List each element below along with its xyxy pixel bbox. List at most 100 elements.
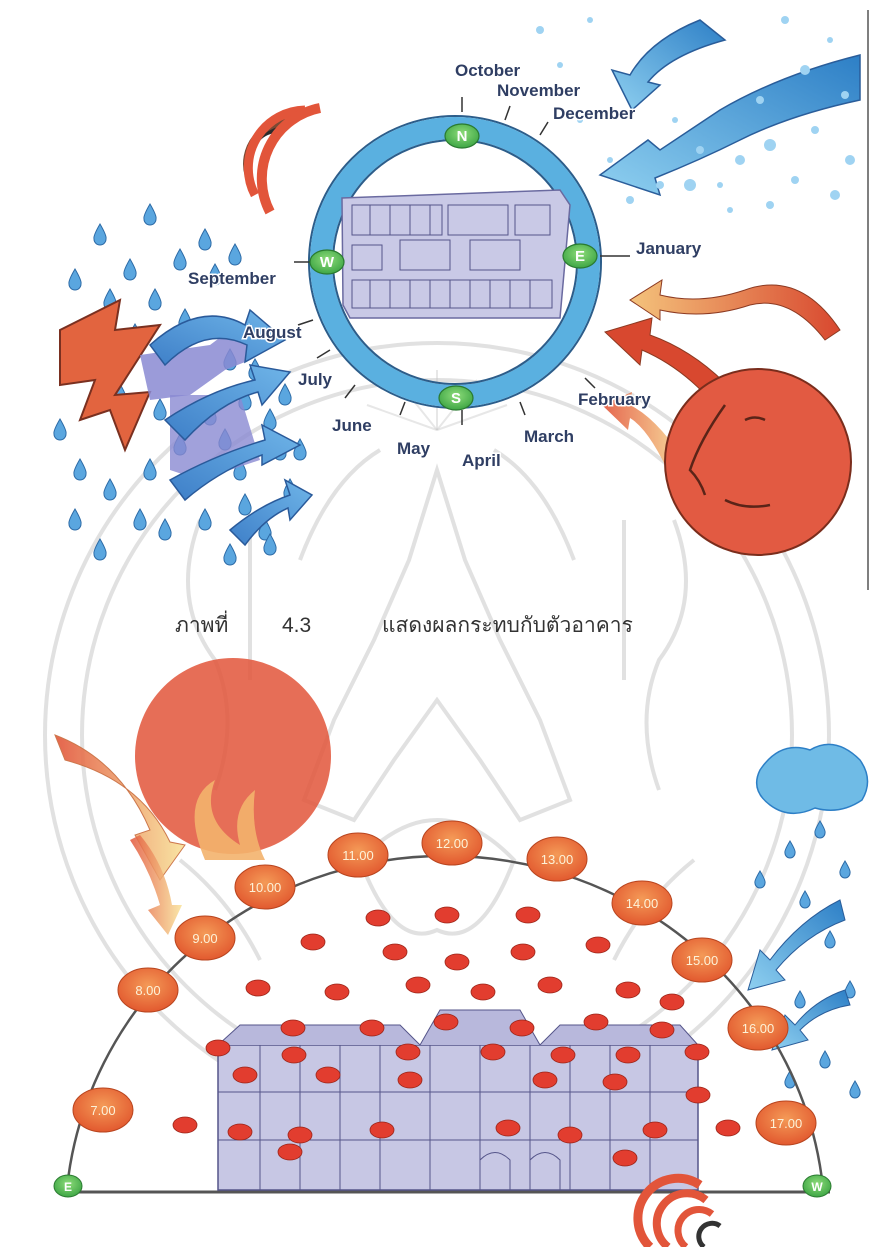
sun-position-dot: [301, 934, 325, 950]
rain-drop-icon: [199, 509, 211, 530]
sun-position-dot: [366, 910, 390, 926]
svg-text:15.00: 15.00: [686, 953, 719, 968]
sun-position-dot: [325, 984, 349, 1000]
sun-position-dot: [383, 944, 407, 960]
time-bubble: 13.00: [527, 837, 587, 881]
svg-text:14.00: 14.00: [626, 896, 659, 911]
time-bubble: 8.00: [118, 968, 178, 1012]
sun-position-dot: [558, 1127, 582, 1143]
svg-text:17.00: 17.00: [770, 1116, 803, 1131]
rain-drop-icon: [199, 229, 211, 250]
time-bubble: 12.00: [422, 821, 482, 865]
time-bubble: 9.00: [175, 916, 235, 960]
sun-position-dot: [481, 1044, 505, 1060]
month-label-december: December: [553, 104, 636, 123]
sun-position-dot: [434, 1014, 458, 1030]
rain-drop-icon: [229, 244, 241, 265]
sun-position-dot: [516, 907, 540, 923]
sun-position-dot: [686, 1087, 710, 1103]
time-bubble: 16.00: [728, 1006, 788, 1050]
svg-text:9.00: 9.00: [192, 931, 217, 946]
figure-caption-text: แสดงผลกระทบกับตัวอาคาร: [382, 614, 633, 637]
sun-position-dot: [406, 977, 430, 993]
month-label-march: March: [524, 427, 574, 446]
svg-text:11.00: 11.00: [342, 848, 374, 863]
time-bubble: 15.00: [672, 938, 732, 982]
rain-drop-icon: [54, 419, 66, 440]
sun-position-dot: [206, 1040, 230, 1056]
horizon-marker-east: E: [54, 1175, 82, 1197]
rain-drop-icon: [94, 224, 106, 245]
month-label-july: July: [298, 370, 333, 389]
sun-position-dot: [398, 1072, 422, 1088]
svg-text:12.00: 12.00: [436, 836, 469, 851]
sun-position-dot: [173, 1117, 197, 1133]
sun-position-dot: [471, 984, 495, 1000]
sun-position-dot: [281, 1020, 305, 1036]
svg-text:16.00: 16.00: [742, 1021, 775, 1036]
time-bubble: 10.00: [235, 865, 295, 909]
sun-position-dot: [228, 1124, 252, 1140]
rain-drop-icon: [124, 259, 136, 280]
sun-position-dot: [533, 1072, 557, 1088]
rain-drop-icon: [279, 384, 291, 405]
svg-text:E: E: [64, 1180, 72, 1194]
sun-position-dot: [246, 980, 270, 996]
month-label-may: May: [397, 439, 431, 458]
rain-drop-icon: [149, 289, 161, 310]
sun-position-dot: [511, 944, 535, 960]
sun-position-dot: [510, 1020, 534, 1036]
noise-waves-icon: [247, 108, 320, 212]
rain-drop-icon: [785, 841, 795, 858]
sun-position-dot: [278, 1144, 302, 1160]
sun-position-dot: [445, 954, 469, 970]
sun-position-dot: [360, 1020, 384, 1036]
sun-position-dot: [233, 1067, 257, 1083]
svg-text:E: E: [575, 248, 585, 265]
compass-marker-n: N: [445, 124, 479, 148]
sun-position-dot: [288, 1127, 312, 1143]
rain-drop-icon: [134, 509, 146, 530]
month-label-april: April: [462, 451, 501, 470]
month-label-june: June: [332, 416, 372, 435]
rain-drop-icon: [154, 399, 166, 420]
rain-drop-icon: [74, 459, 86, 480]
svg-text:S: S: [451, 390, 461, 407]
sun-position-dot: [396, 1044, 420, 1060]
horizon-marker-west: W: [803, 1175, 831, 1197]
sun-position-dot: [282, 1047, 306, 1063]
figure-caption-number: 4.3: [282, 614, 311, 637]
time-bubble: 17.00: [756, 1101, 816, 1145]
time-bubble: 7.00: [73, 1088, 133, 1132]
rain-drop-icon: [69, 269, 81, 290]
rain-drop-icon: [850, 1081, 860, 1098]
sun-position-dot: [603, 1074, 627, 1090]
svg-text:N: N: [457, 128, 468, 145]
month-label-october: October: [455, 61, 521, 80]
sun-position-dot: [613, 1150, 637, 1166]
svg-text:W: W: [811, 1180, 823, 1194]
rain-drop-icon: [104, 479, 116, 500]
sun-position-dot: [551, 1047, 575, 1063]
time-bubble: 14.00: [612, 881, 672, 925]
compass-marker-w: W: [310, 250, 344, 274]
month-label-august: August: [243, 323, 302, 342]
compass-marker-s: S: [439, 386, 473, 410]
svg-text:8.00: 8.00: [135, 983, 160, 998]
rain-drop-icon: [239, 494, 251, 515]
time-bubble: 11.00: [328, 833, 388, 877]
rain-drop-icon: [159, 519, 171, 540]
compass-marker-e: E: [563, 244, 597, 268]
sun-position-dot: [370, 1122, 394, 1138]
rain-drop-icon: [224, 544, 236, 565]
rain-drop-icon: [815, 821, 825, 838]
svg-text:13.00: 13.00: [541, 852, 574, 867]
rain-drop-icon: [174, 249, 186, 270]
sun-position-dot: [584, 1014, 608, 1030]
rain-drop-icon: [825, 931, 835, 948]
rain-drop-icon: [820, 1051, 830, 1068]
rain-drop-icon: [840, 861, 850, 878]
month-label-september: September: [188, 269, 276, 288]
sun-position-dot: [538, 977, 562, 993]
rain-wind-arrows: [140, 310, 312, 545]
